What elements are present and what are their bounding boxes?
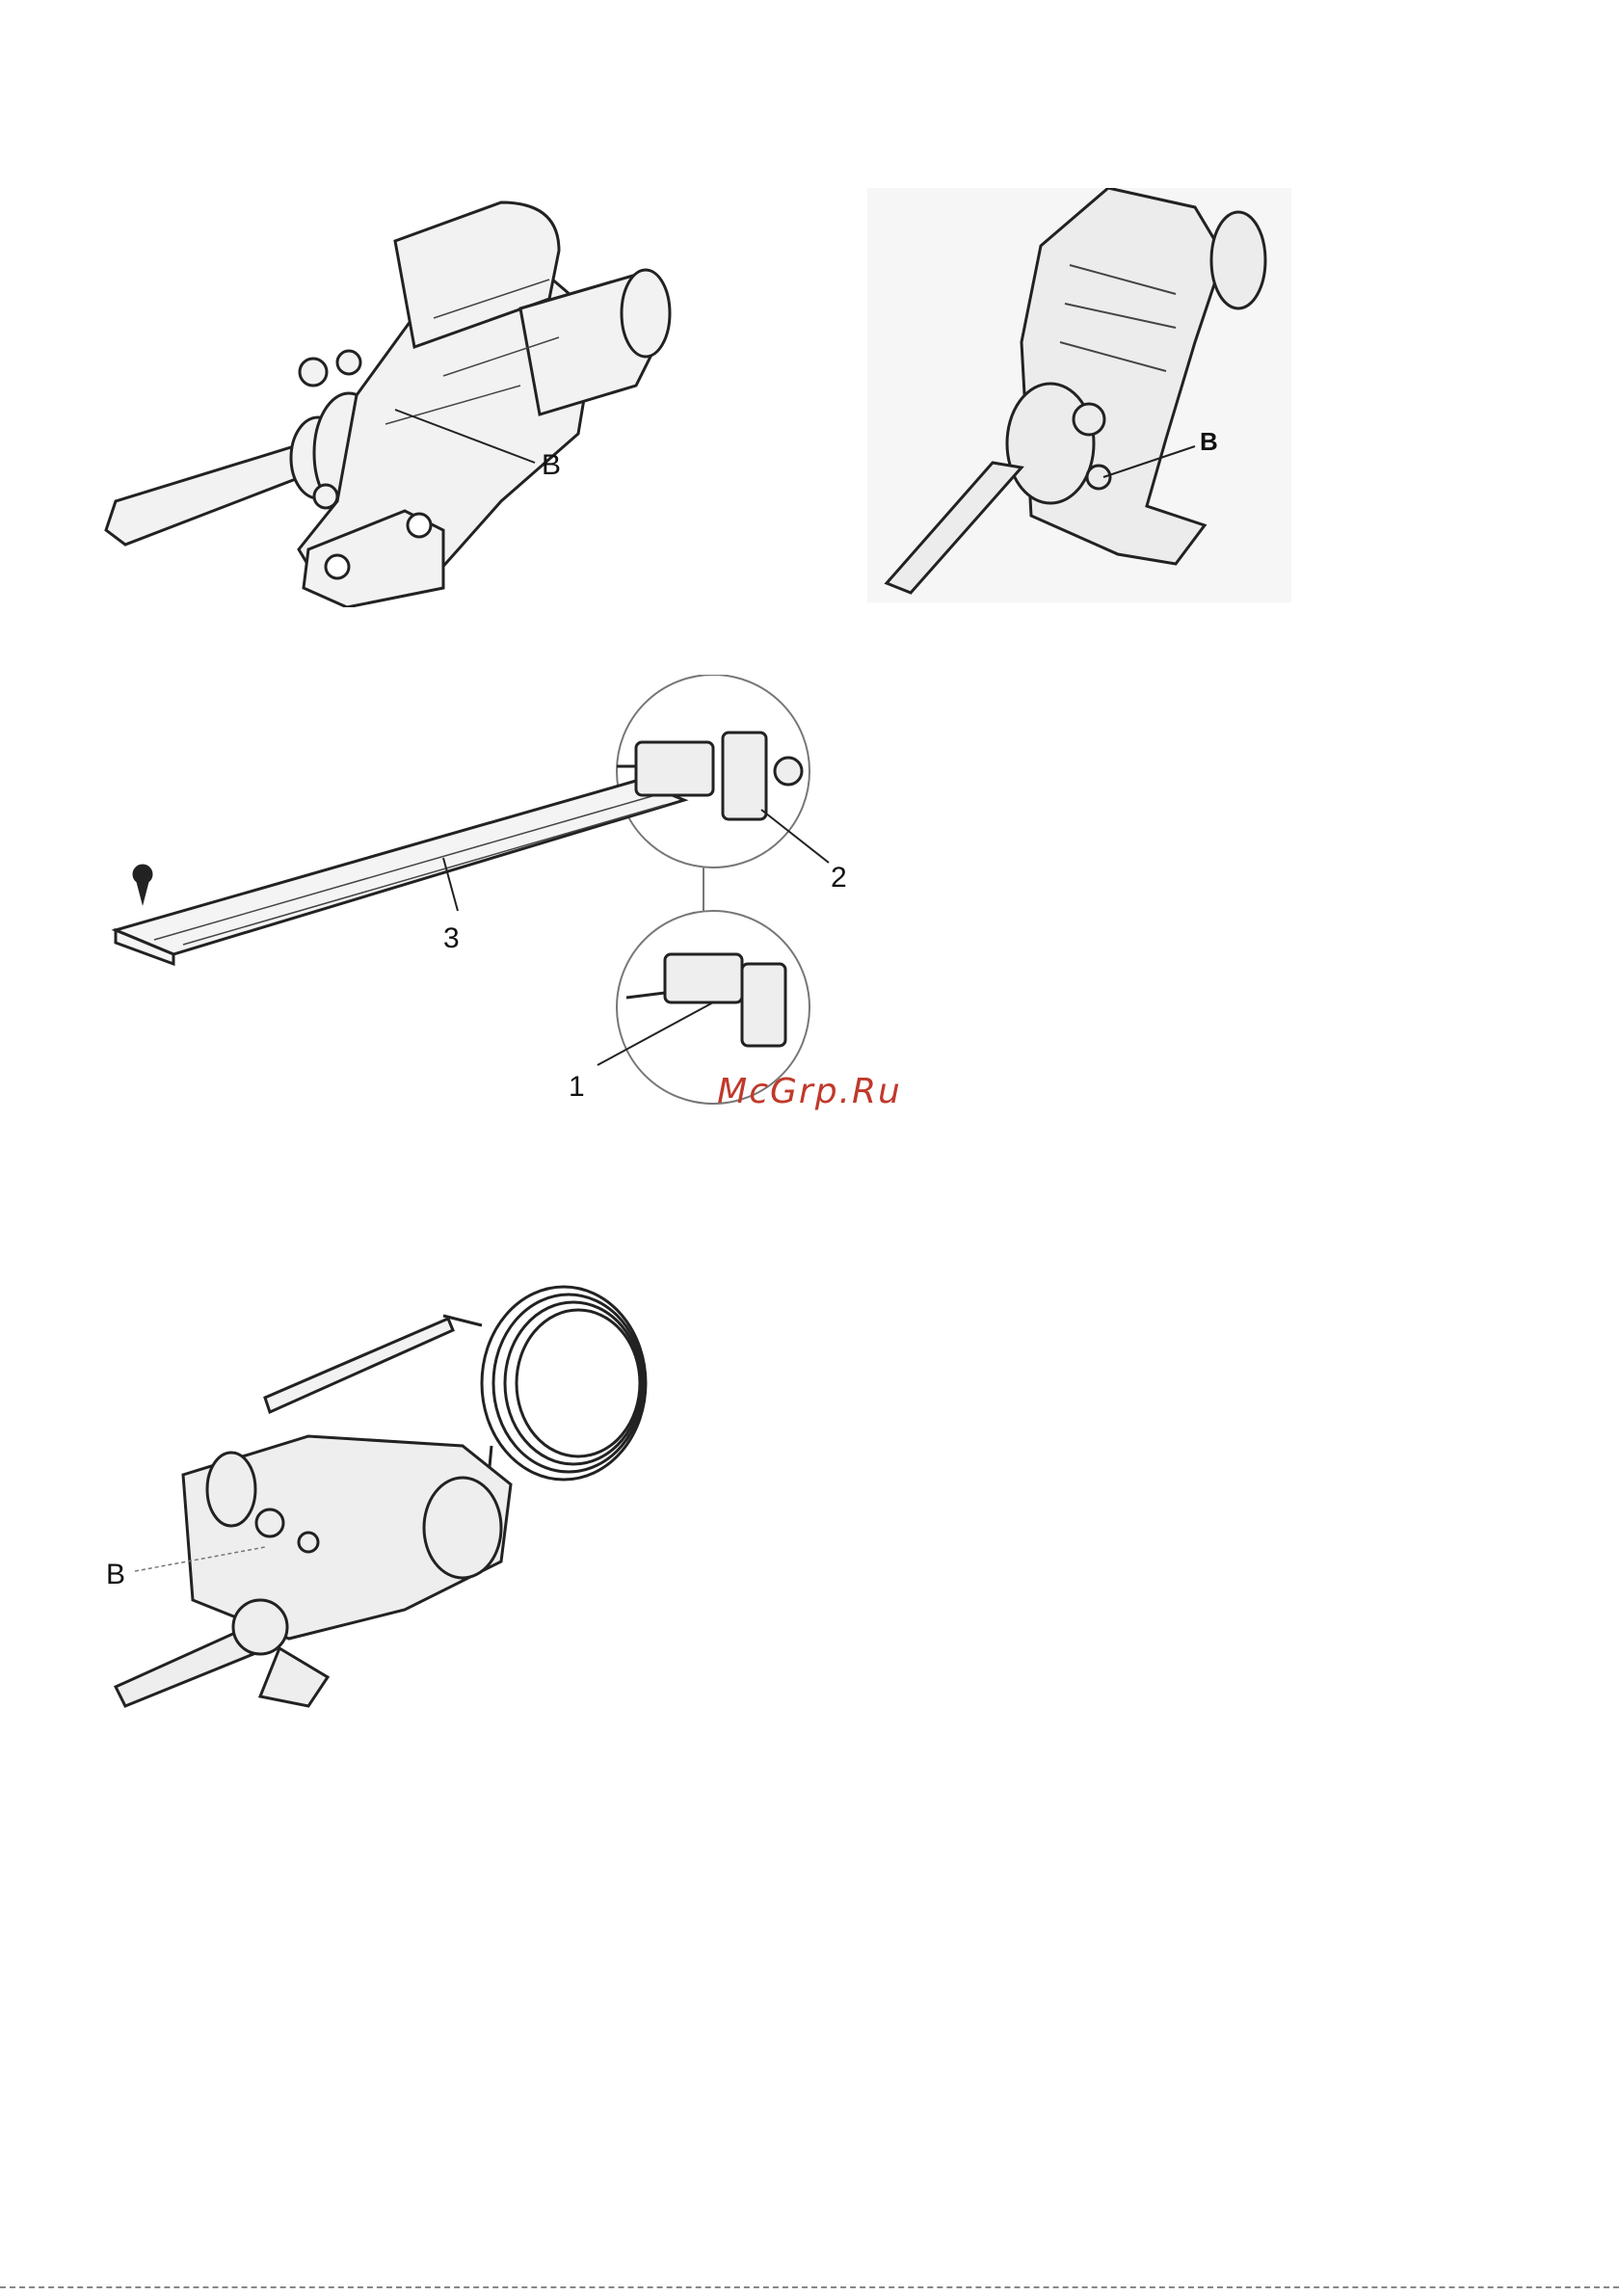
- gas-valve-bracket-figure: B: [867, 188, 1291, 602]
- thermocouple-assembly-figure: 2 3 1: [96, 675, 867, 1118]
- screw-icon: [133, 865, 152, 884]
- thermocouple-rail: [116, 781, 684, 954]
- watermark: McGrp.Ru: [0, 1072, 1619, 1111]
- label-b: B: [106, 1559, 125, 1590]
- gas-valve-figure-top-left: B: [96, 183, 694, 607]
- thermostatic-valve-figure: B: [96, 1253, 694, 1716]
- label-3: 3: [443, 922, 460, 954]
- page-bottom-rule: [0, 2286, 1619, 2288]
- sensor-bulb: [265, 1319, 453, 1412]
- label-2: 2: [831, 862, 847, 894]
- valve-body: [1007, 384, 1094, 503]
- label-b: B: [1200, 427, 1218, 456]
- label-b: B: [542, 449, 561, 481]
- valve-shaft: [106, 443, 313, 545]
